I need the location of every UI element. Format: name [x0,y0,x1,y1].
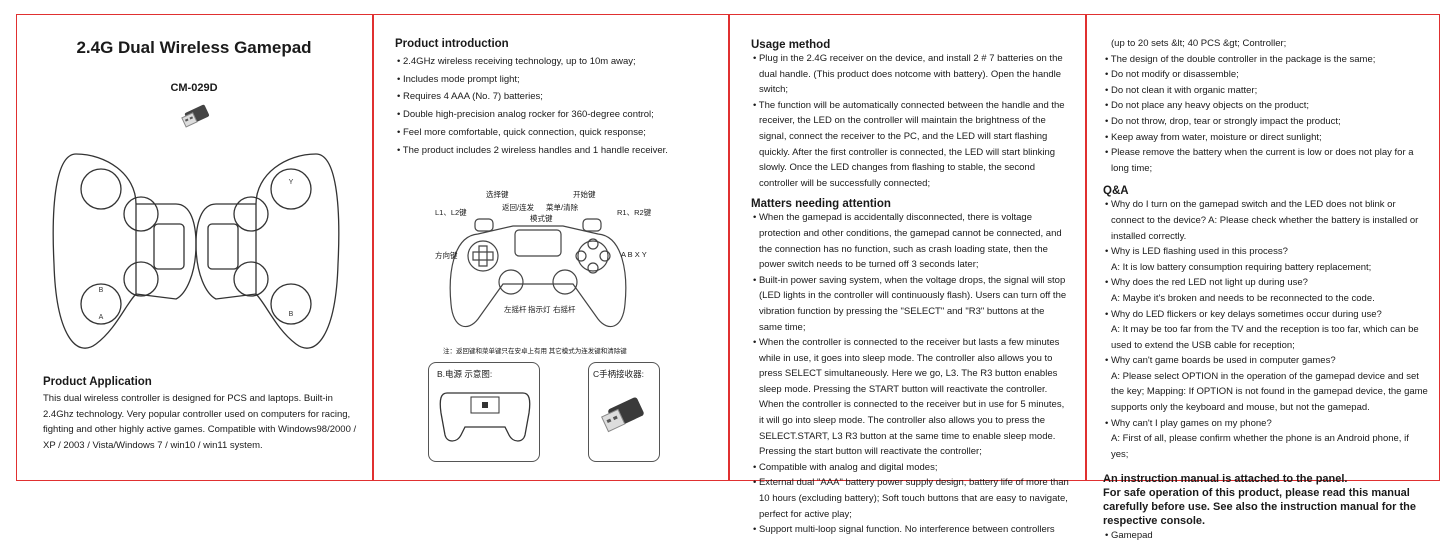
list-item: Do not throw, drop, tear or strongly imp… [1103,114,1428,130]
model-number: CM-029D [170,82,218,94]
gamepad-pair-illustration: B A Y B [52,153,340,349]
product-title: 2.4G Dual Wireless Gamepad [76,38,312,57]
list-item: Compatible with analog and digital modes… [751,460,1069,476]
svg-text:B: B [99,287,104,294]
qa-item: Why do LED flickers or key delays someti… [1103,307,1428,354]
receiver-label: C手柄接收器: [593,369,645,379]
label-r1-r2: R1、R2键 [617,208,652,217]
answer: A: It may be too far from the TV and the… [1111,324,1419,351]
label-select: 选择键 [486,190,509,199]
label-menu-clear: 菜单/清除 [546,203,579,212]
section-heading: Usage method [751,39,831,51]
question: Why can't I play games on my phone? [1110,417,1272,429]
qa-item: Why do I turn on the gamepad switch and … [1103,197,1428,244]
question: Why do LED flickers or key delays someti… [1110,308,1382,320]
usb-receiver-icon [181,104,210,128]
panel-qa: (up to 20 sets &lt; 40 PCS &gt; Controll… [1086,14,1440,541]
continuation-text: (up to 20 sets &lt; 40 PCS &gt; Controll… [1111,38,1287,49]
qa-item: Why can't I play games on my phone? A: Fi… [1103,416,1428,463]
gamepad-back-icon [439,392,531,442]
list-item: Keep away from water, moisture or direct… [1103,130,1428,146]
diagram-note: 注：返回键和菜单键只在安卓上有用 其它模式为连发键和清除键 [443,348,627,355]
list-item: External dual "AAA" battery power supply… [751,475,1069,522]
list-item: Plug in the 2.4G receiver on the device,… [751,51,1069,98]
list-item: Includes mode prompt light; [395,71,715,89]
section-heading: Product Application [43,376,152,388]
label-right-stick: 右摇杆 [553,305,576,314]
question: Why can't game boards be used in compute… [1110,355,1336,367]
question: Why do I turn on the gamepad switch and … [1110,199,1419,242]
list-item: When the gamepad is accidentally disconn… [751,210,1069,272]
panel-divider [372,14,374,481]
list-item: Double high-precision analog rocker for … [395,106,715,124]
power-label: B.电源 示意图: [437,369,493,379]
usb-receiver-icon [601,397,644,433]
receiver-diagram-box: C手柄接收器: [588,362,660,462]
closing-notice: An instruction manual is attached to the… [1103,473,1416,528]
question: Why is LED flashing used in this process… [1110,246,1288,258]
list-item: The product includes 2 wireless handles … [395,142,715,160]
label-start: 开始键 [573,190,596,199]
answer: A: Maybe it's broken and needs to be rec… [1111,292,1375,304]
product-application-section: Product Application This dual wireless c… [43,376,363,453]
svg-text:B: B [289,311,294,318]
list-item: When the controller is connected to the … [751,335,1069,460]
list-item: 2.4GHz wireless receiving technology, up… [395,53,715,71]
list-item: Do not modify or disassemble; [1103,67,1428,83]
list-item: Support multi-loop signal function. No i… [751,522,1069,538]
label-abxy: A B X Y [621,250,647,259]
power-diagram-box: B.电源 示意图: [428,362,540,462]
gamepad-diagram [449,218,627,328]
list-item: Do not clean it with organic matter; [1103,83,1428,99]
list-item: Requires 4 AAA (No. 7) batteries; [395,88,715,106]
list-item: The design of the double controller in t… [1103,52,1428,68]
section-heading: Matters needing attention [751,198,891,211]
answer: A: Please select OPTION in the operation… [1111,370,1428,414]
panel-divider [728,14,730,481]
section-heading: Q&A [1103,185,1129,198]
label-indicator: 指示灯 [528,305,551,314]
application-text: This dual wireless controller is designe… [43,393,357,451]
answer: A: First of all, please confirm whether … [1111,433,1409,460]
label-back-turbo: 返回/连发 [502,203,535,212]
list-item: Feel more comfortable, quick connection,… [395,124,715,142]
list-item: Gamepad [1103,528,1428,544]
panel-divider [1085,14,1087,481]
svg-text:A: A [99,314,104,321]
section-heading: Product introduction [395,38,509,50]
label-mode: 模式键 [530,214,553,223]
list-item: Please remove the battery when the curre… [1103,145,1428,176]
qa-item: Why does the red LED not light up during… [1103,275,1428,306]
label-dpad: 方向键 [435,251,458,260]
list-item: Built-in power saving system, when the v… [751,273,1069,335]
svg-text:Y: Y [289,179,294,186]
answer: A: It is low battery consumption requiri… [1111,261,1372,273]
qa-item: Why can't game boards be used in compute… [1103,353,1428,415]
question: Why does the red LED not light up during… [1110,277,1308,289]
panel-introduction: Product introduction 2.4GHz wireless rec… [373,14,728,481]
qa-item: Why is LED flashing used in this process… [1103,244,1428,275]
list-item: The function will be automatically conne… [751,98,1069,192]
panel-usage: Usage method Plug in the 2.4G receiver o… [729,14,1085,535]
label-left-stick: 左摇杆 [504,305,527,314]
list-item: Do not place any heavy objects on the pr… [1103,98,1428,114]
label-l1-l2: L1、L2键 [435,208,467,217]
